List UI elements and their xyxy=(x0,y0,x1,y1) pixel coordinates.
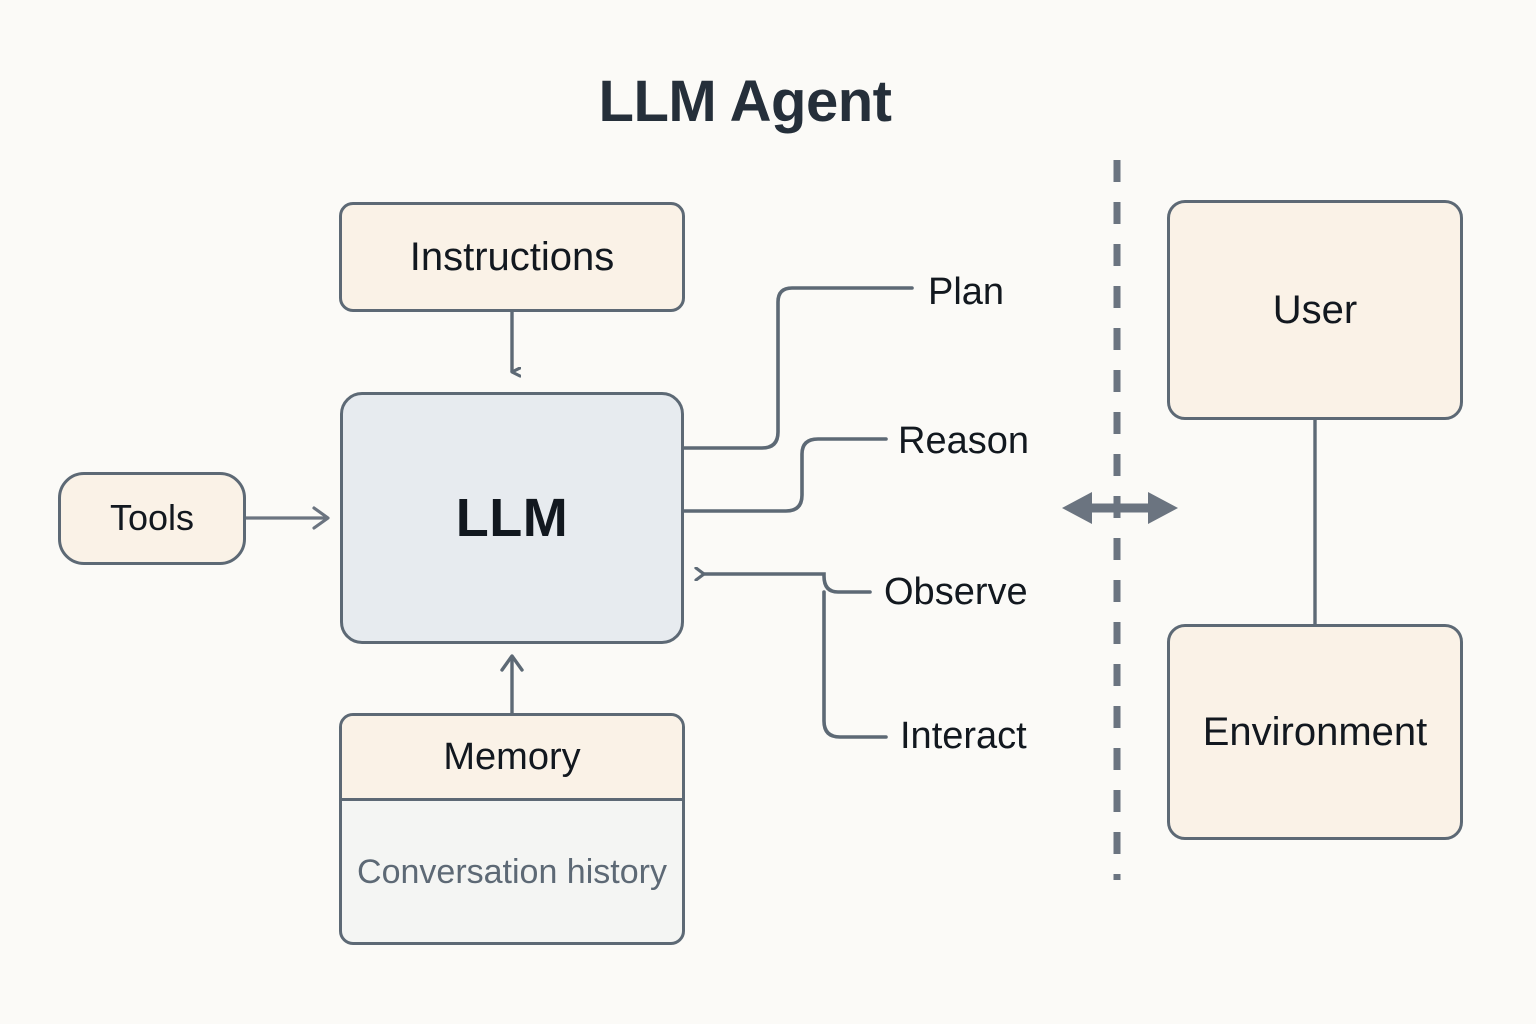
wire-label-plan: Plan xyxy=(928,271,1005,313)
edge-llm-to-plan xyxy=(682,286,914,450)
page-title: LLM Agent xyxy=(598,69,892,134)
wire-label-reason: Reason xyxy=(898,420,1029,462)
node-memory[interactable]: Memory Conversation history xyxy=(339,713,685,945)
node-user-label: User xyxy=(1272,287,1358,332)
node-user[interactable]: User xyxy=(1167,200,1463,420)
node-instructions[interactable]: Instructions xyxy=(339,202,685,312)
wire-label-interact: Interact xyxy=(900,715,1027,757)
node-tools[interactable]: Tools xyxy=(58,472,246,565)
node-environment-label: Environment xyxy=(1202,709,1428,754)
node-environment[interactable]: Environment xyxy=(1167,624,1463,840)
node-memory-header: Memory xyxy=(342,716,682,801)
node-llm-label: LLM xyxy=(455,487,569,548)
node-memory-body: Conversation history xyxy=(342,801,682,942)
edge-tools-to-llm xyxy=(246,506,330,530)
node-memory-label: Memory xyxy=(443,735,581,778)
edge-memory-to-llm xyxy=(500,654,524,713)
edge-interact-to-observe-trunk xyxy=(822,590,888,739)
wire-label-observe: Observe xyxy=(884,571,1028,613)
bidirectional-exchange-arrow xyxy=(1062,492,1178,524)
node-memory-body-label: Conversation history xyxy=(357,853,667,892)
node-llm[interactable]: LLM xyxy=(340,392,684,644)
node-instructions-label: Instructions xyxy=(409,234,615,279)
node-tools-label: Tools xyxy=(109,497,195,539)
edge-llm-to-reason xyxy=(682,437,888,513)
edge-observe-to-llm xyxy=(704,574,872,594)
